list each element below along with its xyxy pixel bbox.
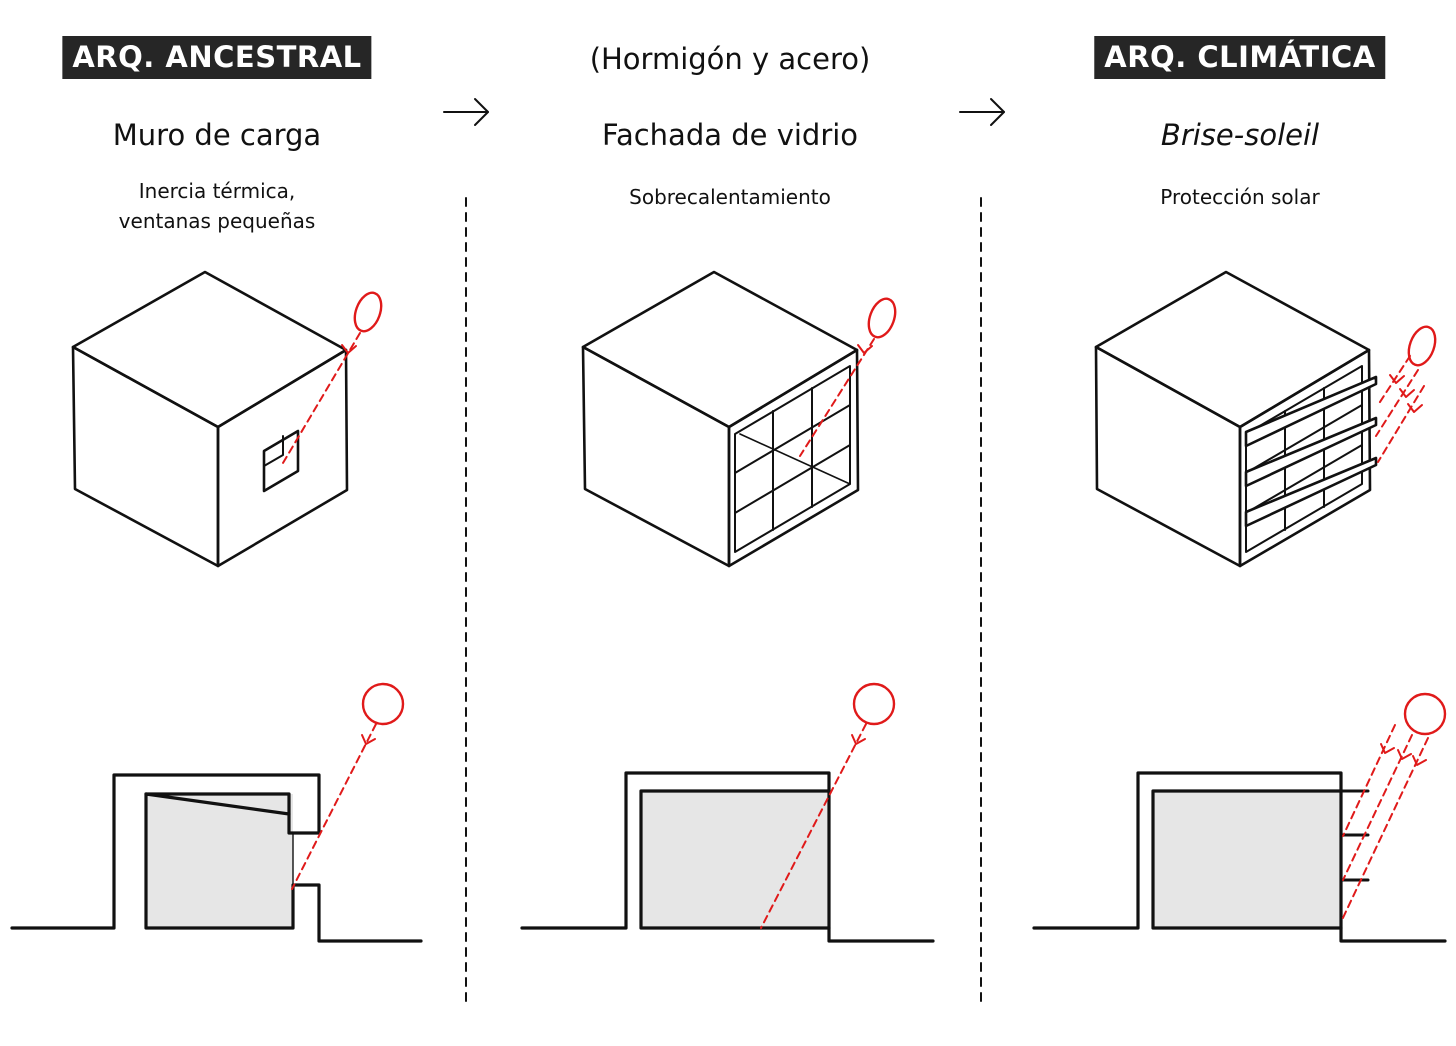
sun-icon — [1407, 325, 1437, 367]
cube-glass-facade — [581, 270, 860, 568]
subtitle-proteccion-solar: Protección solar — [1160, 185, 1320, 209]
subtitle-inercia: Inercia térmica, ventanas pequeñas — [118, 179, 316, 233]
small-window — [262, 429, 300, 493]
section-glass-facade — [520, 771, 935, 943]
sun-icon — [361, 682, 405, 726]
header-tag-ancestral: ARQ. ANCESTRAL — [62, 36, 372, 79]
sun-icon — [852, 682, 896, 726]
section-brise-soleil — [1032, 771, 1447, 943]
header-hormigon-acero: (Hormigón y acero) — [589, 42, 871, 76]
sun-icon — [1403, 692, 1447, 736]
sun-ray — [291, 723, 377, 890]
sun-ray — [282, 332, 361, 464]
title-muro-de-carga: Muro de carga — [112, 118, 322, 152]
arrow-right-icon — [959, 98, 1005, 126]
sun-icon — [867, 297, 897, 339]
header-tag-climatica: ARQ. CLIMÁTICA — [1094, 36, 1386, 79]
sun-ray — [799, 338, 875, 457]
sun-ray — [760, 723, 867, 929]
cube-brise-soleil — [1094, 270, 1378, 568]
sun-rays — [1340, 724, 1429, 923]
subtitle-sobrecalentamiento: Sobrecalentamiento — [629, 185, 831, 209]
title-fachada-vidrio: Fachada de vidrio — [601, 118, 859, 152]
title-brise-soleil: Brise-soleil — [1160, 118, 1320, 152]
sun-icon — [353, 291, 383, 333]
arrow-right-icon — [443, 98, 489, 126]
cube-load-bearing-wall — [71, 270, 349, 568]
section-load-bearing-wall — [10, 773, 423, 943]
